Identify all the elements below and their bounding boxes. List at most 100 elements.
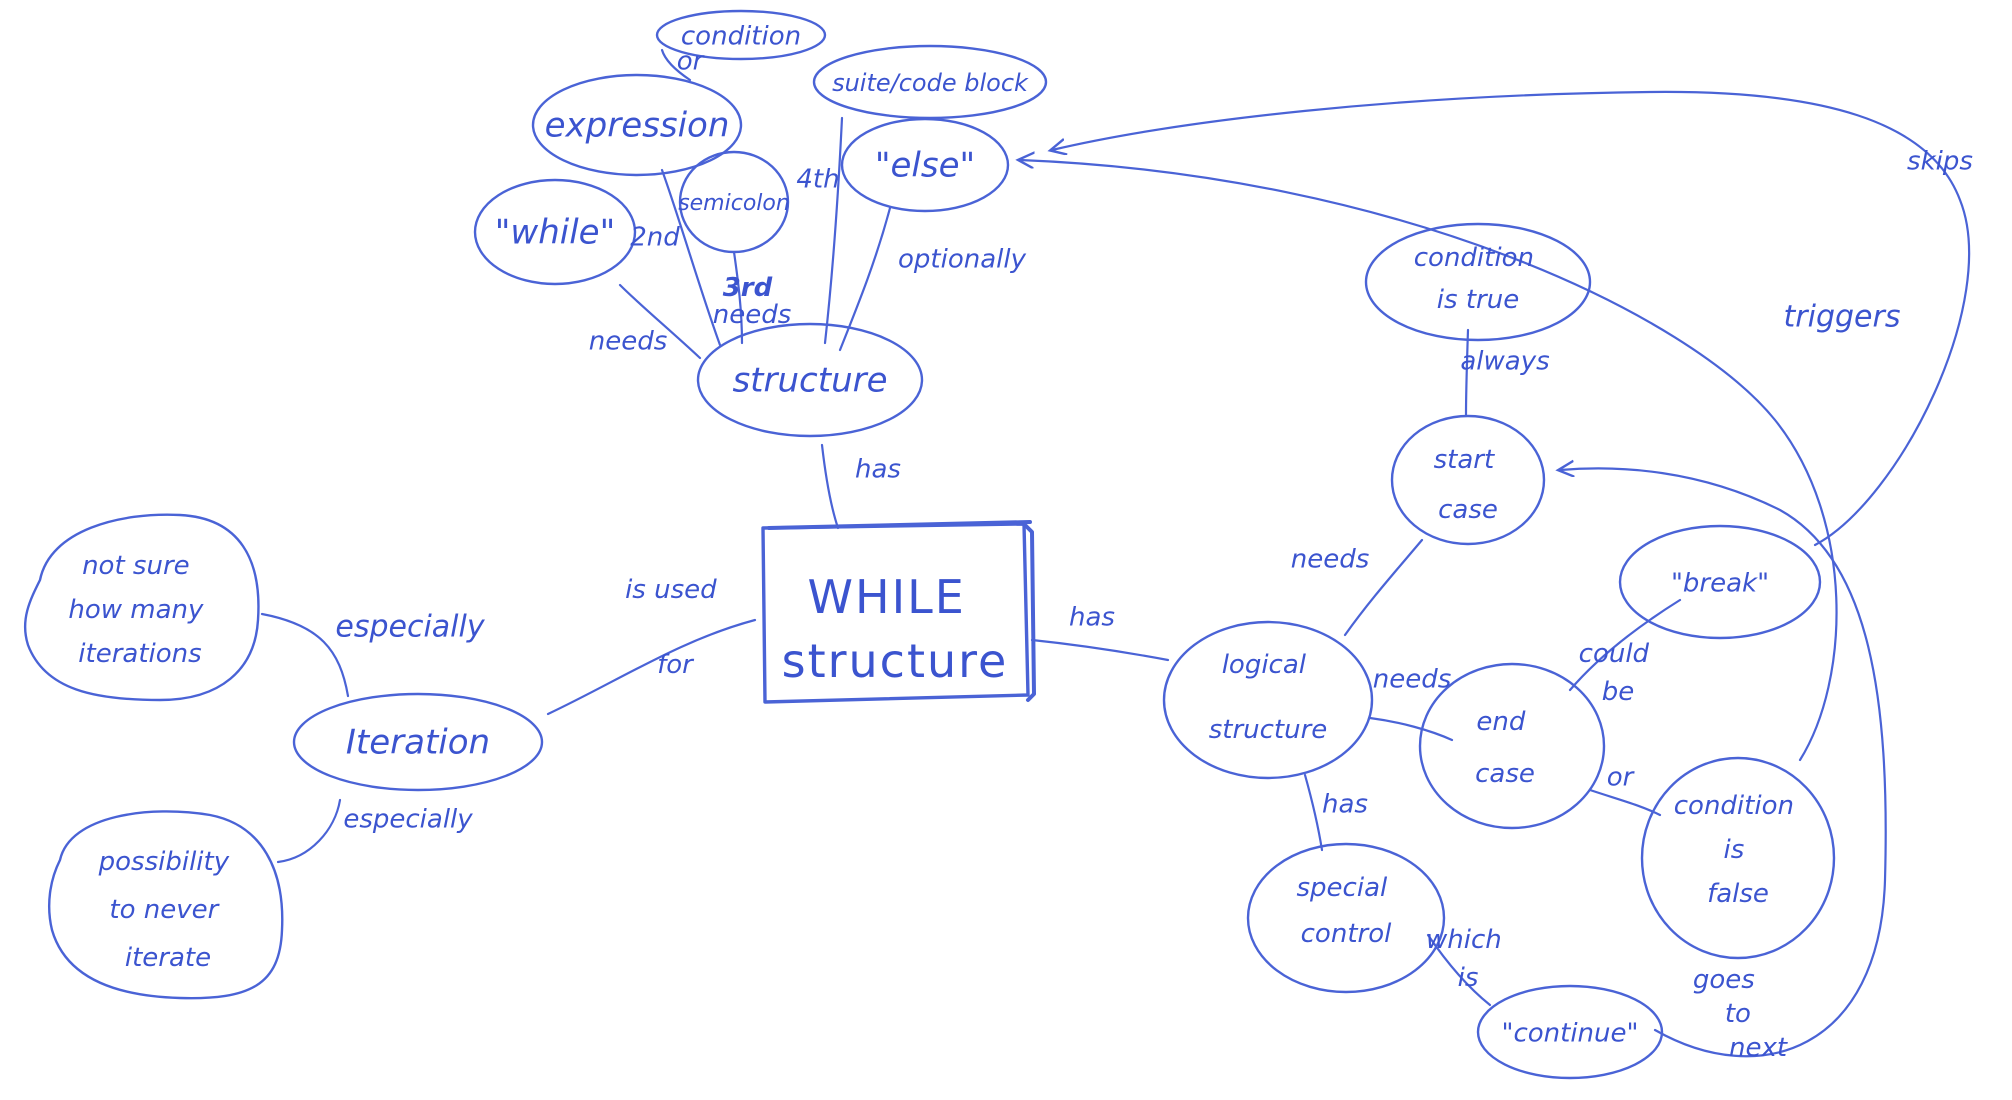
label-which-is-1: which	[1426, 925, 1502, 955]
svg-text:is used for: is used for	[625, 575, 725, 680]
label-third-1: 3rd	[723, 273, 773, 303]
label-has-logical: has	[1069, 603, 1115, 633]
edge-logical-to-end	[1368, 716, 1454, 742]
label-third-2: needs	[713, 300, 792, 330]
edge-while-structure-to-iteration	[546, 618, 757, 716]
svg-text:condition is f: condition is false	[1674, 791, 1802, 909]
semicolon-label: semicolon	[678, 191, 790, 216]
edge-structure-to-while-kw	[618, 283, 702, 360]
condition-false-line-1: condition	[1674, 791, 1794, 821]
svg-text:special control: special control	[1297, 873, 1396, 949]
structure-label: structure	[732, 361, 887, 401]
while-structure-line-1: WHILE	[808, 570, 966, 624]
not-sure-line-3: iterations	[78, 639, 201, 669]
edge-structure-to-suite	[823, 116, 844, 345]
condition-false-line-2: is	[1723, 835, 1744, 865]
label-second: 2nd	[630, 223, 680, 253]
node-break-keyword: "break"	[1618, 524, 1822, 640]
end-case-line-2: case	[1475, 759, 1535, 789]
edge-continue-goes-to-start	[1560, 468, 1887, 1058]
edge-while-structure-to-logical	[1030, 638, 1170, 662]
label-or-bottom: or	[1607, 763, 1636, 793]
node-special-control: special control	[1246, 842, 1446, 994]
special-control-line-2: control	[1301, 919, 1392, 949]
label-triggers: triggers	[1784, 300, 1901, 335]
edge-while-structure-to-structure	[820, 443, 840, 530]
label-or-top: or	[677, 47, 706, 77]
start-case-line-2: case	[1438, 495, 1498, 525]
label-skips: skips	[1907, 147, 1973, 177]
label-is-used-for-2: for	[657, 650, 695, 680]
condition-true-line-2: is true	[1437, 285, 1519, 315]
label-goes-to-next-3: next	[1729, 1033, 1788, 1063]
svg-text:goes to next: goes to next	[1693, 965, 1788, 1063]
label-goes-to-next-1: goes	[1693, 965, 1755, 995]
svg-text:could be: could be	[1579, 639, 1658, 707]
possibility-line-2: to never	[109, 895, 220, 925]
possibility-line-3: iterate	[125, 943, 211, 973]
possibility-line-1: possibility	[98, 847, 230, 877]
condition-true-line-1: condition	[1414, 243, 1534, 273]
label-optionally: optionally	[898, 245, 1027, 275]
label-could-be-2: be	[1602, 677, 1635, 707]
node-suite: suite/code block	[812, 44, 1048, 120]
svg-text:condition is true: condition is true	[1414, 243, 1542, 315]
label-is-used-for-1: is used	[625, 575, 717, 605]
node-condition-true: condition is true	[1364, 222, 1592, 342]
label-always: always	[1460, 347, 1549, 377]
label-fourth: 4th	[796, 165, 839, 195]
node-continue-keyword: "continue"	[1476, 984, 1664, 1080]
label-especially-2: especially	[343, 805, 473, 835]
svg-text:possibility to never: possibility to never iterate	[98, 847, 238, 973]
special-control-line-1: special	[1297, 873, 1388, 903]
node-else-keyword: "else"	[840, 117, 1010, 213]
not-sure-line-2: how many	[68, 595, 204, 625]
iteration-label: Iteration	[346, 723, 490, 763]
node-start-case: start case	[1390, 414, 1546, 546]
edge-iteration-to-not-sure	[260, 612, 350, 698]
svg-text:which is: which is	[1426, 925, 1510, 993]
end-case-line-1: end	[1476, 707, 1525, 737]
edge-condition-false-triggers-else	[1020, 160, 1838, 762]
edge-labels: has needs 2nd 3rd needs 4th optionally o…	[335, 47, 1973, 1063]
node-semicolon: semicolon	[678, 150, 790, 254]
label-has-structure: has	[855, 455, 901, 485]
break-keyword-label: "break"	[1671, 569, 1769, 599]
node-possibility: possibility to never iterate	[47, 810, 284, 1000]
node-while-keyword: "while"	[473, 178, 637, 286]
edge-expression-to-condition	[660, 48, 692, 82]
edge-logical-to-start	[1343, 538, 1424, 637]
edge-end-to-break	[1568, 598, 1682, 692]
while-keyword-label: "while"	[495, 213, 615, 253]
label-needs-start: needs	[1291, 545, 1370, 575]
label-especially-1: especially	[335, 610, 485, 645]
label-has-special: has	[1322, 790, 1368, 820]
condition-false-line-3: false	[1707, 879, 1769, 909]
logical-structure-line-2: structure	[1209, 715, 1328, 745]
svg-text:start case: start case	[1434, 445, 1503, 525]
edge-special-to-continue	[1426, 933, 1492, 1007]
node-structure: structure	[696, 322, 924, 438]
svg-text:not sure how many: not sure how many iterations	[68, 551, 211, 669]
logical-structure-line-1: logical	[1222, 650, 1307, 680]
else-keyword-label: "else"	[875, 146, 975, 186]
while-structure-line-2: structure	[782, 634, 1009, 688]
start-case-line-1: start	[1434, 445, 1495, 475]
svg-text:WHILE structure: WHILE structure	[782, 570, 1009, 688]
label-needs: needs	[589, 327, 668, 357]
edges	[260, 48, 1971, 1058]
node-not-sure: not sure how many iterations	[23, 513, 260, 702]
nodes: WHILE structure structure "while" expres…	[23, 9, 1836, 1080]
label-which-is-2: is	[1458, 963, 1479, 993]
svg-text:end case: end case	[1475, 707, 1535, 789]
edge-structure-to-semicolon	[732, 250, 744, 345]
node-condition-top: condition	[655, 9, 827, 61]
continue-keyword-label: "continue"	[1502, 1019, 1639, 1049]
node-while-structure: WHILE structure	[761, 520, 1036, 704]
label-goes-to-next-2: to	[1725, 999, 1751, 1029]
edge-structure-to-expression	[660, 168, 722, 347]
svg-text:3rd needs: 3rd needs	[713, 273, 792, 330]
node-condition-false: condition is false	[1640, 756, 1836, 960]
